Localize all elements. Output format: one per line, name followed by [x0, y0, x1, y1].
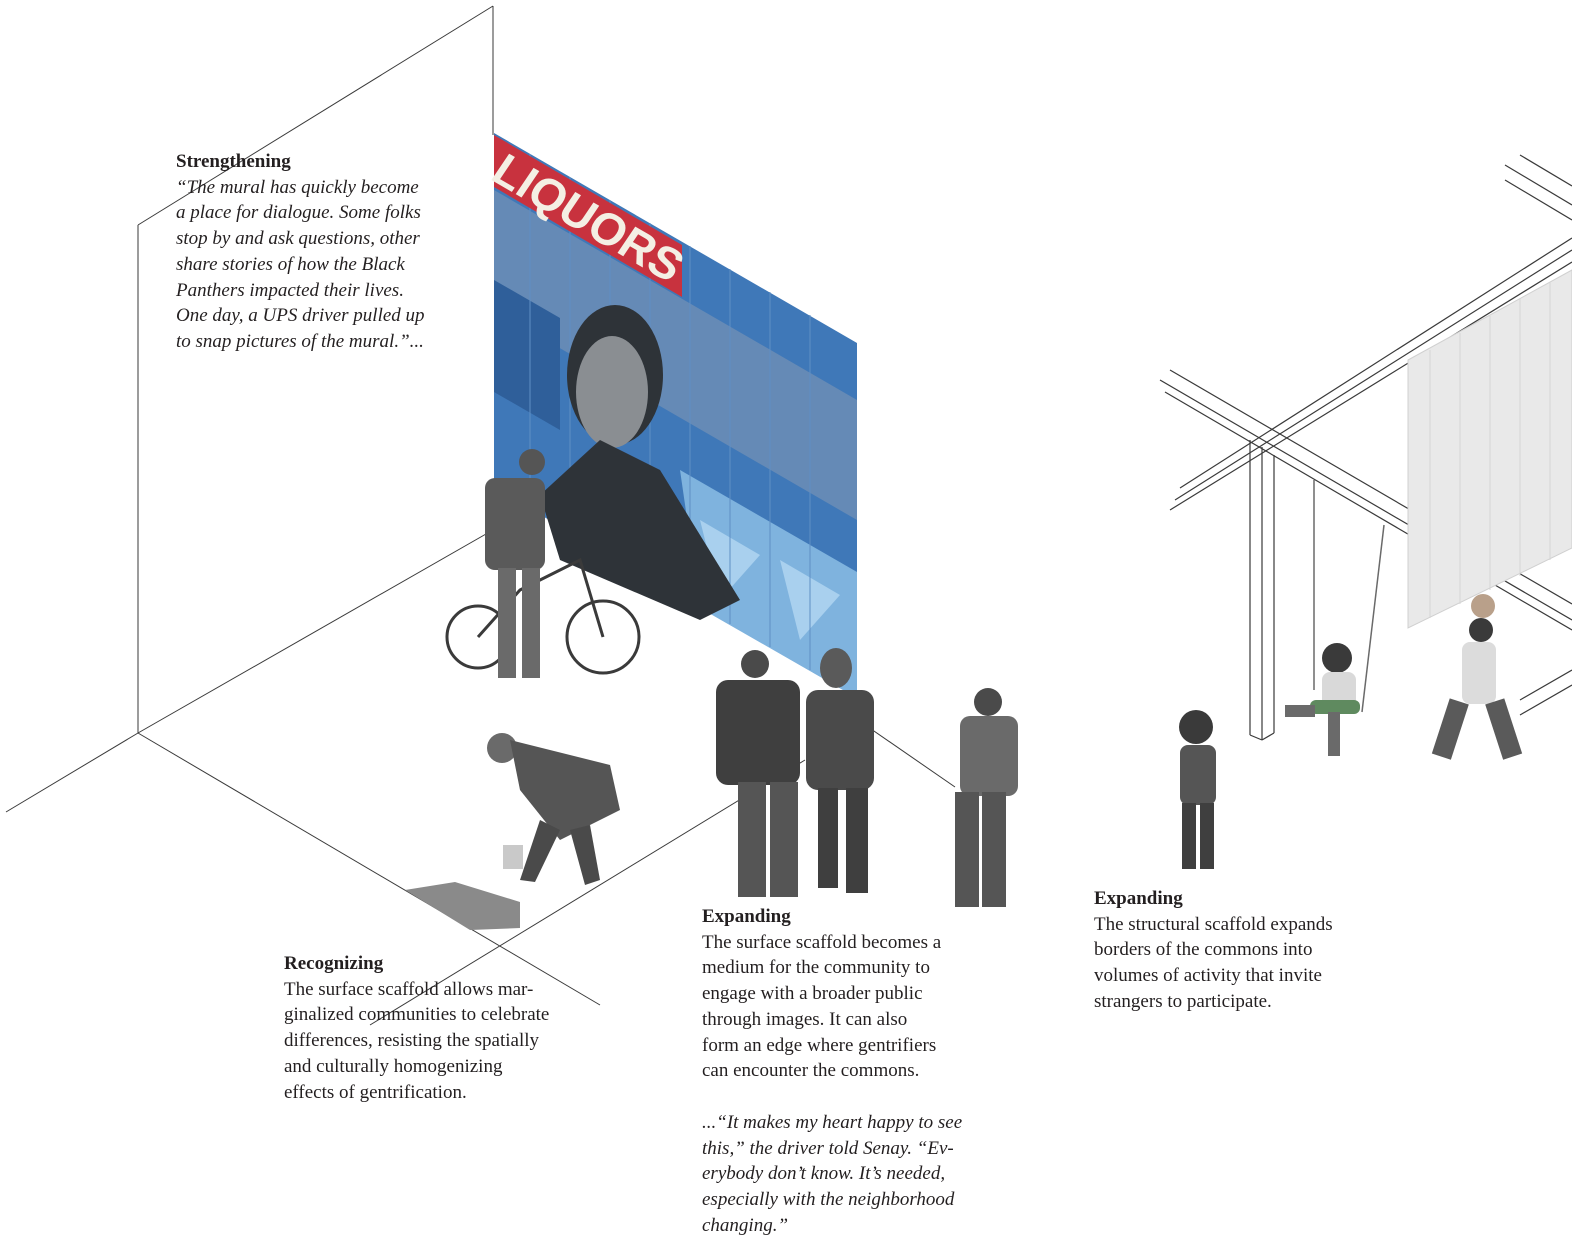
surface-scaffold-wireframe: [5, 5, 956, 1026]
annotation-expanding-quote: ...“It makes my heart happy to see this,…: [702, 1110, 962, 1239]
mural-buildings: [494, 280, 560, 430]
floor-edge-left: [5, 732, 139, 813]
wall-top-edge: [137, 5, 494, 226]
annotation-line: ...“It makes my heart happy to see: [702, 1112, 963, 1133]
mural-portrait: [540, 305, 740, 620]
annotation-line: borders of the commons into: [1094, 939, 1313, 961]
children-figures: [1179, 594, 1523, 869]
annotation-expanding-structural: Expanding The structural scaffold expand…: [1094, 886, 1333, 1015]
annotation-line: erybody don’t know. It’s needed,: [702, 1163, 946, 1185]
paint-splash: [405, 882, 520, 930]
mural-triangles: [680, 470, 857, 698]
annotation-line: differences, resisting the spatially: [284, 1030, 540, 1052]
annotation-recognizing: Recognizing The surface scaffold allows …: [284, 951, 549, 1105]
annotation-line: through images. It can also: [702, 1008, 908, 1030]
annotation-line: stop by and ask questions, other: [176, 228, 420, 250]
annotation-strengthening: Strengthening “The mural has quickly bec…: [176, 149, 425, 355]
couple-figures: [716, 648, 874, 897]
floor-edge-front: [137, 732, 601, 1006]
annotation-line: Panthers impacted their lives.: [176, 279, 404, 301]
annotation-heading: Strengthening: [176, 151, 291, 172]
cyclist-figure: [445, 449, 641, 678]
annotation-heading: Expanding: [1094, 888, 1183, 909]
annotation-line: “The mural has quickly become: [176, 176, 419, 198]
annotation-line: effects of gentrification.: [284, 1081, 467, 1103]
annotation-expanding-surface: Expanding The surface scaffold becomes a…: [702, 904, 941, 1084]
annotation-line: share stories of how the Black: [176, 253, 405, 275]
annotation-heading: Recognizing: [284, 953, 384, 974]
photographer-figure: [955, 688, 1018, 907]
mural-base-edge: [857, 719, 956, 788]
annotation-line: form an edge where gentrifiers: [702, 1034, 937, 1056]
annotation-line: changing.”: [702, 1214, 789, 1236]
annotation-line: this,” the driver told Senay. “Ev-: [702, 1137, 954, 1159]
annotation-line: can encounter the commons.: [702, 1060, 920, 1082]
painter-figure: [405, 733, 620, 930]
annotation-line: medium for the community to: [702, 957, 930, 979]
floor-edge-back: [137, 529, 494, 734]
annotation-line: volumes of activity that invite: [1094, 965, 1322, 987]
annotation-line: to snap pictures of the mural.”...: [176, 330, 424, 352]
annotation-line: strangers to participate.: [1094, 990, 1272, 1012]
annotation-line: a place for dialogue. Some folks: [176, 202, 421, 224]
annotation-heading: Expanding: [702, 906, 791, 927]
floor-diagonal: [369, 759, 806, 1026]
annotation-line: engage with a broader public: [702, 983, 923, 1005]
curtain: [1407, 269, 1572, 629]
annotation-line: The surface scaffold allows mar-: [284, 978, 534, 1000]
annotation-line: ginalized communities to celebrate: [284, 1004, 550, 1026]
annotation-line: One day, a UPS driver pulled up: [176, 305, 425, 327]
annotation-line: The structural scaffold expands: [1094, 913, 1333, 935]
annotation-line: especially with the neighborhood: [702, 1189, 955, 1211]
annotation-line: and culturally homogenizing: [284, 1055, 503, 1077]
annotation-line: The surface scaffold becomes a: [702, 931, 942, 953]
swing: [1313, 480, 1385, 713]
mural-sky: [494, 190, 857, 520]
